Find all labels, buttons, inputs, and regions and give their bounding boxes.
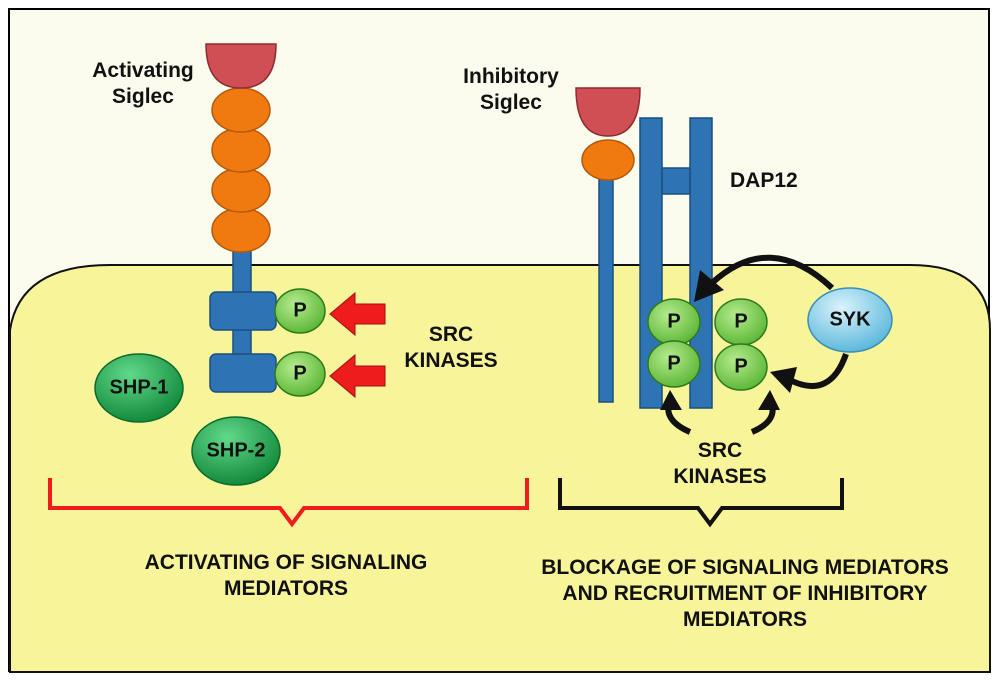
inhibitory-outcome-label: BLOCKAGE OF SIGNALING MEDIATORS AND RECR… [541, 555, 949, 633]
ig-domain-right [581, 139, 635, 181]
src-arrow-right-head [758, 390, 780, 410]
shp1-label: SHP-1 [109, 376, 169, 399]
src-kinases-right-line1: SRC [697, 439, 743, 462]
phospho-circle-r4 [714, 343, 768, 391]
activating-siglec-label-line1: Activating [92, 59, 194, 82]
syk-label: SYK [829, 308, 871, 331]
phospho-label-r4: P [734, 355, 748, 378]
itam-box-lower [209, 353, 277, 393]
inhibitory-siglec-receptor [575, 87, 641, 403]
src-kinases-label-left: SRC KINASES [404, 322, 497, 374]
syk-arrow-upper-head [694, 270, 724, 302]
lectin-domain [205, 43, 277, 89]
activating-outcome-line1: ACTIVATING OF SIGNALING [144, 551, 428, 574]
red-arrow-upper [329, 291, 386, 337]
ig-domain-1 [211, 87, 271, 133]
phospho-circle-r3 [647, 340, 701, 388]
siglec-stalk [598, 169, 614, 403]
inhibitory-siglec-label: Inhibitory Siglec [463, 64, 559, 116]
phospho-label-r3: P [667, 352, 681, 375]
ig-domain-4 [211, 207, 271, 253]
inhibitory-outcome-line3: MEDIATORS [682, 608, 808, 631]
src-arrow-left-head [660, 390, 682, 410]
inhibitory-outcome-line2: AND RECRUITMENT OF INHIBITORY [562, 582, 928, 605]
syk-arrow-lower-head [770, 367, 797, 393]
ig-domain-2 [211, 127, 271, 173]
shp2-label: SHP-2 [206, 439, 266, 462]
activating-outcome-line2: MEDIATORS [223, 577, 349, 600]
inhibitory-siglec-label-line1: Inhibitory [463, 65, 559, 88]
phospho-circle-left-lower [274, 351, 326, 397]
src-kinases-right-line2: KINASES [673, 465, 767, 488]
syk-arrow-upper [709, 254, 835, 291]
ig-domain-3 [211, 167, 271, 213]
phospho-circle-left-upper [274, 288, 326, 334]
phospho-label-left-upper: P [293, 299, 307, 322]
activating-outcome-label: ACTIVATING OF SIGNALING MEDIATORS [145, 550, 428, 602]
itam-box-upper [209, 291, 277, 331]
phospho-label-r2: P [734, 310, 748, 333]
dap12-label: DAP12 [730, 169, 798, 192]
inhibitory-outcome-line1: BLOCKAGE OF SIGNALING MEDIATORS [541, 556, 949, 579]
src-kinases-left-line1: SRC [428, 323, 474, 346]
phospho-label-r1: P [667, 310, 681, 333]
activating-siglec-label-line2: Siglec [112, 85, 174, 108]
src-kinases-label-right: SRC KINASES [673, 438, 766, 490]
syk-protein [807, 287, 893, 353]
shp2-protein [191, 416, 281, 486]
inhibitory-siglec-label-line2: Siglec [480, 91, 542, 114]
syk-arrow-lower [788, 352, 849, 390]
red-arrow-lower [329, 353, 386, 399]
activating-siglec-label: Activating Siglec [92, 58, 194, 110]
activating-siglec-receptor [205, 43, 277, 393]
black-bracket [558, 478, 844, 528]
phospho-label-left-lower: P [293, 362, 307, 385]
lectin-domain-right [575, 87, 641, 137]
shp1-protein [94, 353, 184, 423]
red-bracket [48, 478, 529, 528]
src-kinases-left-line2: KINASES [404, 349, 498, 372]
dap12-bridge [661, 167, 691, 195]
